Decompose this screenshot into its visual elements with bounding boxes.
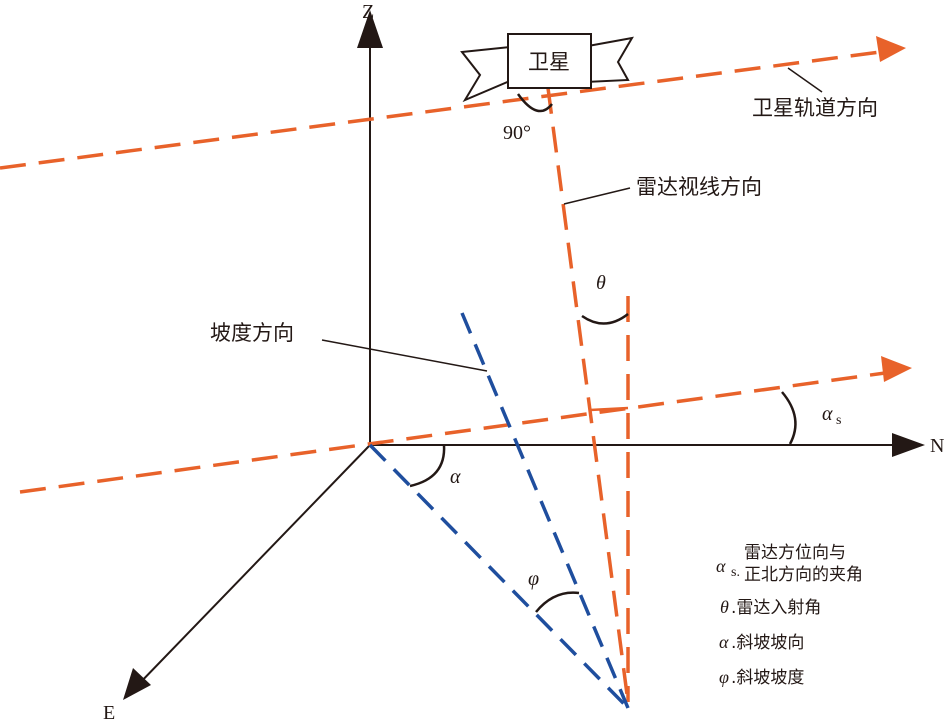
slope-lines <box>368 312 630 710</box>
angle-marks: 90° θ α s α φ <box>409 93 841 613</box>
legend-item-phi: φ .斜坡坡度 <box>719 667 804 688</box>
slope-aspect-line <box>368 443 630 710</box>
e-axis-label: E <box>103 702 115 721</box>
orbit-direction-label: 卫星轨道方向 <box>752 96 878 120</box>
ground-azimuth-line <box>19 371 886 494</box>
satellite-solar-panel <box>460 45 514 103</box>
legend-alpha-s-line1: 雷达方位向与 <box>744 543 846 563</box>
n-axis-arrowhead <box>892 433 925 457</box>
legend-alpha-s-subscript: s. <box>731 565 740 580</box>
n-axis-label: N <box>930 435 944 457</box>
legend-phi-symbol: φ <box>719 667 729 687</box>
slope-direction-label: 坡度方向 <box>210 321 294 345</box>
incidence-ref-tick <box>589 406 629 412</box>
theta-arc <box>581 313 629 325</box>
satellite-body <box>507 33 592 89</box>
legend: α s. 雷达方位向与 正北方向的夹角 θ .雷达入射角 α .斜坡坡向 φ .… <box>716 543 863 688</box>
azimuth-arrowhead <box>881 356 912 382</box>
radar-geometry <box>546 87 630 703</box>
z-axis-label: Z <box>362 1 374 23</box>
alpha-s-subscript: s <box>836 413 841 428</box>
legend-alpha-text: .斜坡坡向 <box>731 633 804 653</box>
legend-alpha-s-symbol: α <box>716 556 726 576</box>
satellite-orbit-line <box>0 50 881 170</box>
z-axis-arrowhead <box>357 10 383 48</box>
theta-symbol: θ <box>596 272 606 294</box>
legend-item-alpha: α .斜坡坡向 <box>719 632 804 653</box>
alpha-arc <box>409 444 446 488</box>
orbit-arrowhead <box>876 36 906 62</box>
legend-phi-text: .斜坡坡度 <box>731 668 804 688</box>
alpha-s-symbol: α <box>822 403 833 425</box>
slope-leader <box>321 339 488 372</box>
alpha-s-arc <box>781 391 797 445</box>
radar-line-of-sight <box>546 87 630 703</box>
los-leader <box>563 187 631 205</box>
callouts: 卫星轨道方向 雷达视线方向 坡度方向 <box>210 67 878 372</box>
orbit-lines <box>0 36 912 494</box>
legend-alpha-s-line2: 正北方向的夹角 <box>744 565 863 585</box>
legend-alpha-symbol: α <box>719 632 729 652</box>
legend-theta-text: .雷达入射角 <box>731 598 821 618</box>
coordinate-axes: Z N E <box>103 1 944 721</box>
legend-item-alpha-s: α s. 雷达方位向与 正北方向的夹角 <box>716 543 863 585</box>
satellite: 卫星 <box>460 33 634 103</box>
e-axis-arrowhead <box>123 668 151 700</box>
e-axis <box>134 444 371 689</box>
legend-theta-symbol: θ <box>720 597 729 617</box>
phi-symbol: φ <box>528 568 539 590</box>
satellite-label: 卫星 <box>528 50 570 74</box>
right-angle-label: 90° <box>503 122 531 144</box>
slope-direction-line <box>460 312 630 709</box>
satellite-solar-panel-right <box>584 36 634 84</box>
phi-arc <box>535 591 580 613</box>
right-angle-arc <box>516 93 553 113</box>
los-direction-label: 雷达视线方向 <box>636 175 762 199</box>
orbit-leader <box>787 67 823 93</box>
legend-item-theta: θ .雷达入射角 <box>720 597 821 618</box>
alpha-symbol: α <box>450 466 461 488</box>
